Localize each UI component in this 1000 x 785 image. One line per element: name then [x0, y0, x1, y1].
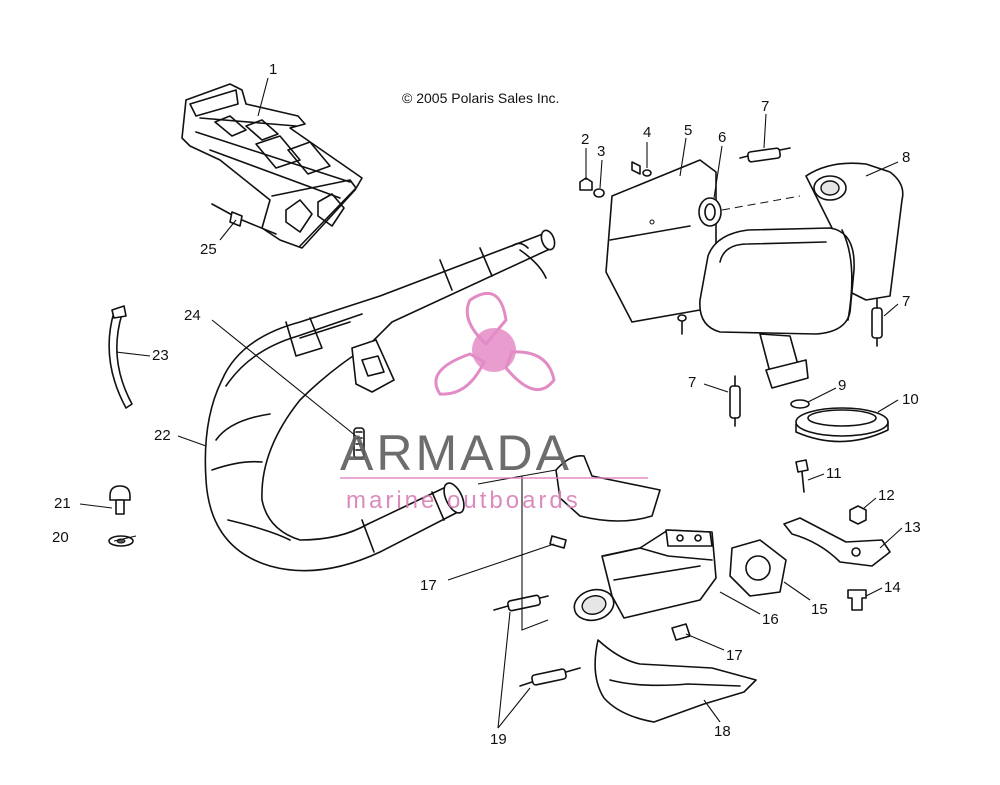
callout-16: 16 — [762, 611, 779, 628]
callout-17-lower: 17 — [726, 647, 743, 664]
part-3-washer-drawing — [593, 188, 605, 198]
callout-25: 25 — [200, 241, 217, 258]
leader-lines — [79, 77, 903, 729]
watermark: ARMADA marine outboards — [340, 291, 648, 514]
callout-13: 13 — [904, 519, 921, 536]
part-18-lower-shield-drawing — [594, 639, 757, 723]
part-19-spring-lower-drawing — [519, 667, 581, 687]
callout-4: 4 — [643, 124, 651, 141]
callout-15: 15 — [811, 601, 828, 618]
part-19-spring-upper-drawing — [493, 594, 549, 612]
upper-shield-piece-drawing — [555, 454, 661, 522]
callout-7-top: 7 — [761, 98, 769, 115]
part-10-gasket-drawing — [795, 407, 889, 443]
callout-5: 5 — [684, 122, 692, 139]
callout-7-left: 7 — [688, 374, 696, 391]
propeller-logo-icon — [434, 291, 556, 396]
part-15-gasket-drawing — [729, 539, 787, 597]
watermark-tagline: marine outboards — [346, 487, 581, 514]
part-4-screw-drawing — [631, 161, 652, 177]
part-9-washer-drawing — [790, 399, 810, 409]
part-7-spring-left-drawing — [729, 375, 741, 427]
callout-labels: 1 2 3 4 5 6 7 8 7 7 9 10 11 12 13 14 15 … — [52, 61, 921, 748]
part-13-bracket-drawing — [783, 517, 891, 567]
callout-8: 8 — [902, 149, 910, 166]
part-17-screw-lower-drawing — [671, 623, 691, 641]
callout-7-right: 7 — [902, 293, 910, 310]
part-24-spring-drawing — [353, 427, 365, 459]
callout-2: 2 — [581, 131, 589, 148]
callout-9: 9 — [838, 377, 846, 394]
part-11-stud-drawing — [795, 459, 809, 493]
part-25-rivet-drawing — [211, 203, 277, 235]
part-21-bolt-drawing — [109, 485, 131, 515]
callout-24: 24 — [184, 307, 201, 324]
part-1-bracket-drawing — [181, 83, 363, 249]
callout-17-upper: 17 — [420, 577, 437, 594]
callout-21: 21 — [54, 495, 71, 512]
part-22-expansion-chamber-drawing — [204, 229, 556, 572]
callout-19: 19 — [490, 731, 507, 748]
part-12-nut-drawing — [849, 505, 867, 525]
part-16-manifold-drawing — [573, 529, 717, 622]
callout-20: 20 — [52, 529, 69, 546]
part-7-spring-top-drawing — [739, 147, 791, 163]
callout-11: 11 — [826, 465, 842, 482]
callout-23: 23 — [152, 347, 169, 364]
callout-18: 18 — [714, 723, 731, 740]
part-17-screw-upper-drawing — [549, 535, 567, 549]
part-2-screw-drawing — [579, 177, 593, 191]
callout-10: 10 — [902, 391, 919, 408]
callout-14: 14 — [884, 579, 901, 596]
part-6-grommet-drawing — [698, 195, 801, 227]
callout-22: 22 — [154, 427, 171, 444]
part-14-bolt-drawing — [847, 589, 867, 611]
part-8-muffler-drawing — [677, 162, 904, 389]
watermark-brand: ARMADA — [340, 425, 572, 481]
callout-6: 6 — [718, 129, 726, 146]
callout-3: 3 — [597, 143, 605, 160]
callout-1: 1 — [269, 61, 277, 78]
part-7-spring-right-drawing — [871, 297, 883, 347]
callout-12: 12 — [878, 487, 895, 504]
copyright-text: © 2005 Polaris Sales Inc. — [402, 90, 559, 106]
part-23-strap-drawing — [108, 305, 133, 409]
